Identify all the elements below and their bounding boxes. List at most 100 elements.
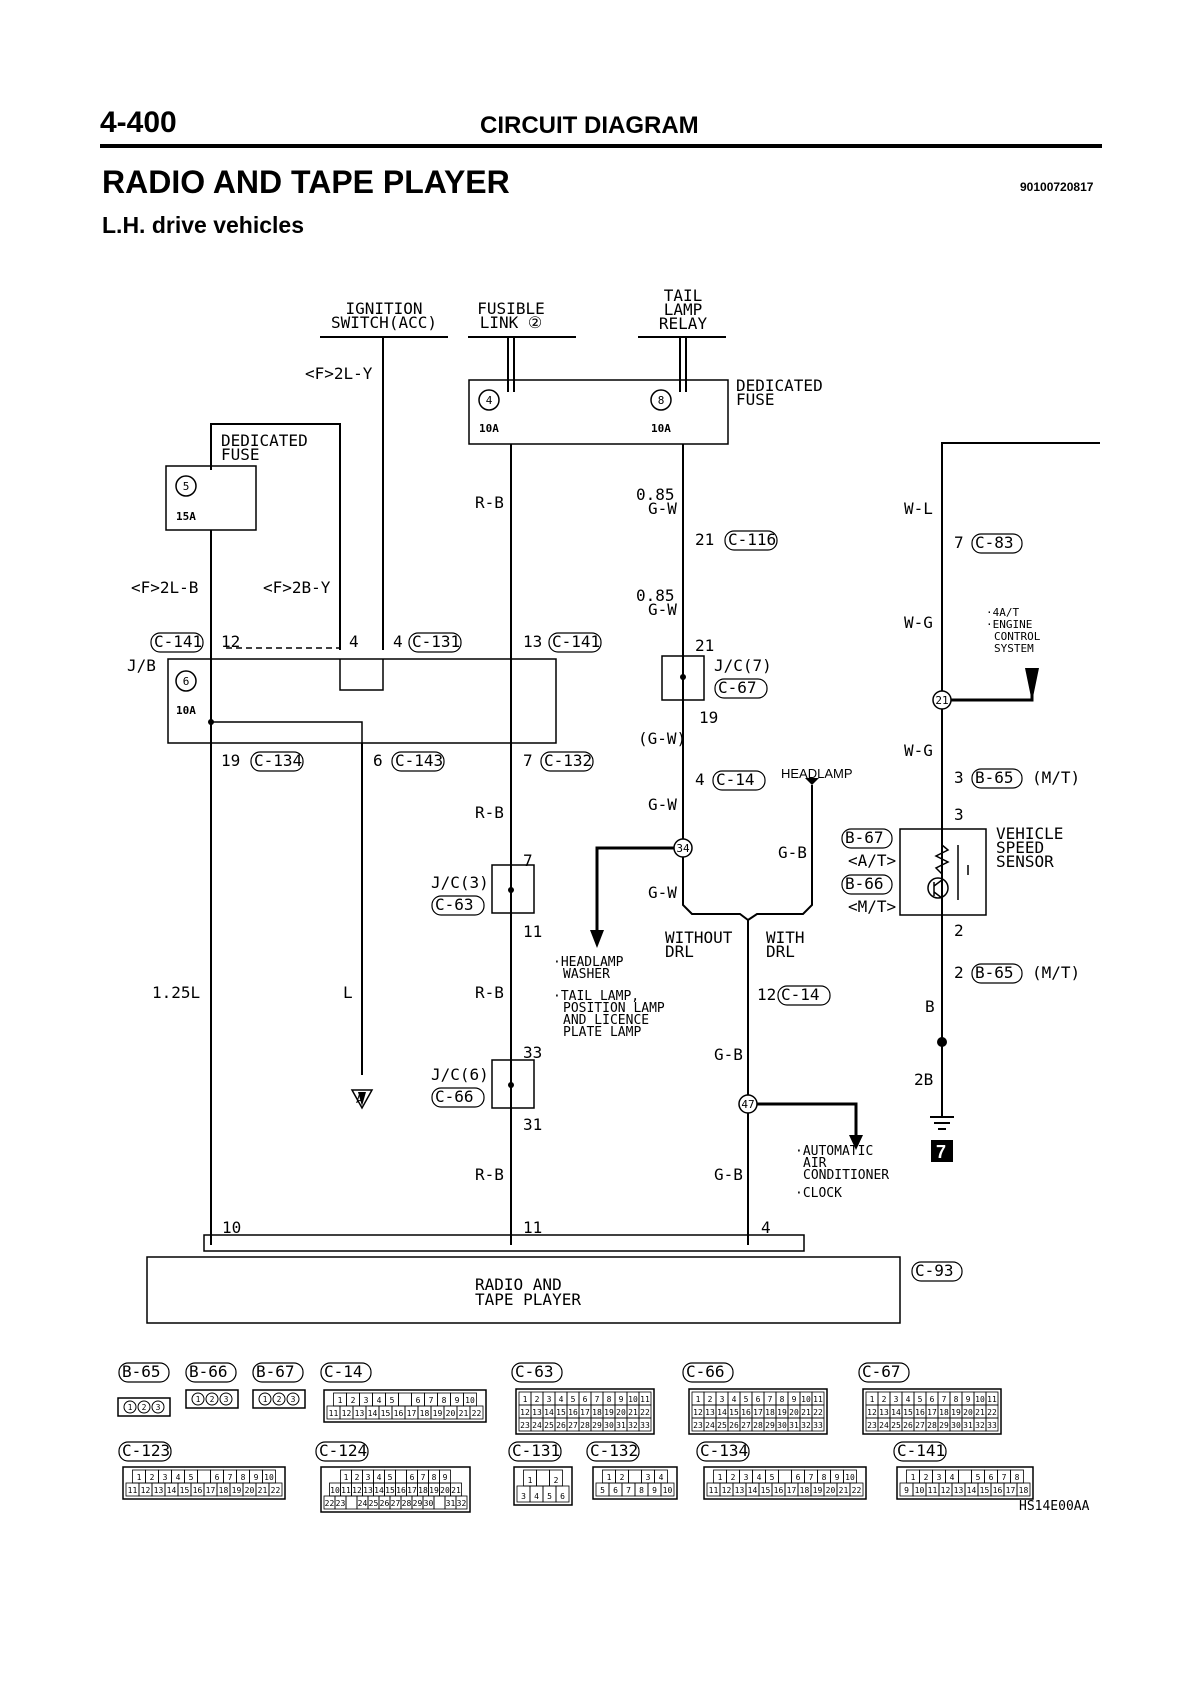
pin-number: 6 [583,1395,588,1404]
pin-number: 1 [338,1396,343,1405]
pin-number: 2 [620,1473,625,1482]
pin-number: 5 [600,1486,605,1495]
note-mt-a: (M/T) [1032,768,1080,787]
pin-number: 9 [835,1473,840,1482]
pin-number: 6 [416,1396,421,1405]
pin-cell [197,1469,211,1484]
fusible-label-1: FUSIBLE [477,299,544,318]
pin-number: 30 [424,1499,434,1508]
pin-number: 15 [761,1486,771,1495]
pin-number: 16 [396,1486,406,1495]
pin-number: 14 [717,1408,727,1417]
pin-cell [272,1392,286,1406]
jc3-label: J/C(3) [431,873,489,892]
pin-number: 2 [731,1473,736,1482]
wire-gb-2: G-B [714,1045,743,1064]
ignition-label-2: SWITCH(ACC) [331,313,437,332]
pin-number: 15 [903,1408,913,1417]
pin-number: 17 [407,1409,417,1418]
pin-cell [1016,1482,1031,1497]
pin-21a: 21 [695,530,714,549]
pin-number: 26 [903,1421,913,1430]
headlamp-washer-1: ·HEADLAMP [553,955,624,970]
pin-number: 9 [792,1395,797,1404]
pin-number: 3 [364,1396,369,1405]
pin-number: 19 [813,1486,823,1495]
conn-c67-a: C-67 [718,678,757,697]
fuse-8-amp: 10A [651,422,671,435]
pin-cell [455,1495,468,1510]
pin-number: 13 [363,1486,373,1495]
conn-c14-a: C-14 [716,770,755,789]
pin-number: 8 [607,1395,612,1404]
pin-number: 14 [544,1408,554,1417]
pin-number: 29 [765,1421,775,1430]
subtitle: L.H. drive vehicles [102,212,304,238]
pin-number: 8 [639,1486,644,1495]
pin-number: 7 [768,1395,773,1404]
pin-number: 17 [1006,1486,1016,1495]
pin-number: 1 [344,1473,349,1482]
pin-cell [345,1495,358,1510]
pin-cell [395,1469,407,1484]
jb-label: J/B [127,656,156,675]
pin-number: 21 [258,1486,268,1495]
pin-number: 2 [924,1473,929,1482]
pin-cell [638,1417,652,1432]
pin-number: 18 [219,1486,229,1495]
wire-gw-paren: (G-W) [638,729,686,748]
pin-3b: 3 [954,805,964,824]
pin-number: 5 [390,1396,395,1405]
conn-b67: B-67 [845,828,884,847]
engine-ctrl-3: CONTROL [994,630,1041,643]
pin-number: 6 [796,1473,801,1482]
pin-number: 10 [801,1395,811,1404]
cv-c66-label: C-66 [686,1362,725,1381]
auto-ac-2: AIR [803,1156,827,1171]
conn-c93: C-93 [915,1261,954,1280]
pin-number: 5 [918,1395,923,1404]
pin-number: 4 [176,1473,181,1482]
wire-rb-3: R-B [475,983,504,1002]
pin-number: 8 [780,1395,785,1404]
pin-number: 15 [729,1408,739,1417]
pin-6: 6 [373,751,383,770]
pin-number: 11 [128,1486,138,1495]
wire-125l: 1.25L [152,983,200,1002]
pin-number: 12 [352,1486,362,1495]
pin-number: 6 [560,1492,565,1501]
pin-number: 9 [966,1395,971,1404]
pin-number: 24 [532,1421,542,1430]
pin-number: 6 [410,1473,415,1482]
pin-12b: 12 [757,985,776,1004]
pin-21b: 21 [695,636,714,655]
pin-number: 22 [325,1499,335,1508]
pin-cell [268,1482,283,1497]
pin-19b: 19 [221,751,240,770]
dedicated-fuse-left-2: FUSE [221,445,260,464]
pin-number: 22 [472,1409,482,1418]
pin-number: 5 [388,1473,393,1482]
pin-number: 32 [628,1421,638,1430]
pin-number: 10 [330,1486,340,1495]
pin-number: 8 [432,1473,437,1482]
pin-number: 32 [457,1499,467,1508]
pin-number: 19 [433,1409,443,1418]
pin-cell [123,1400,137,1414]
pin-number: 27 [391,1499,401,1508]
pin-number: 7 [942,1395,947,1404]
pin-number: 20 [826,1486,836,1495]
pin-number: 8 [1015,1473,1020,1482]
tail-label-2: LAMP [664,300,703,319]
pin-number: 28 [753,1421,763,1430]
pin-number: 25 [717,1421,727,1430]
pin-number: 1 [137,1473,142,1482]
pin-number: 1 [263,1395,268,1404]
pin-number: 16 [568,1408,578,1417]
pin-cell [286,1392,300,1406]
pin-number: 2 [535,1395,540,1404]
pin-number: 29 [939,1421,949,1430]
pin-number: 16 [741,1408,751,1417]
